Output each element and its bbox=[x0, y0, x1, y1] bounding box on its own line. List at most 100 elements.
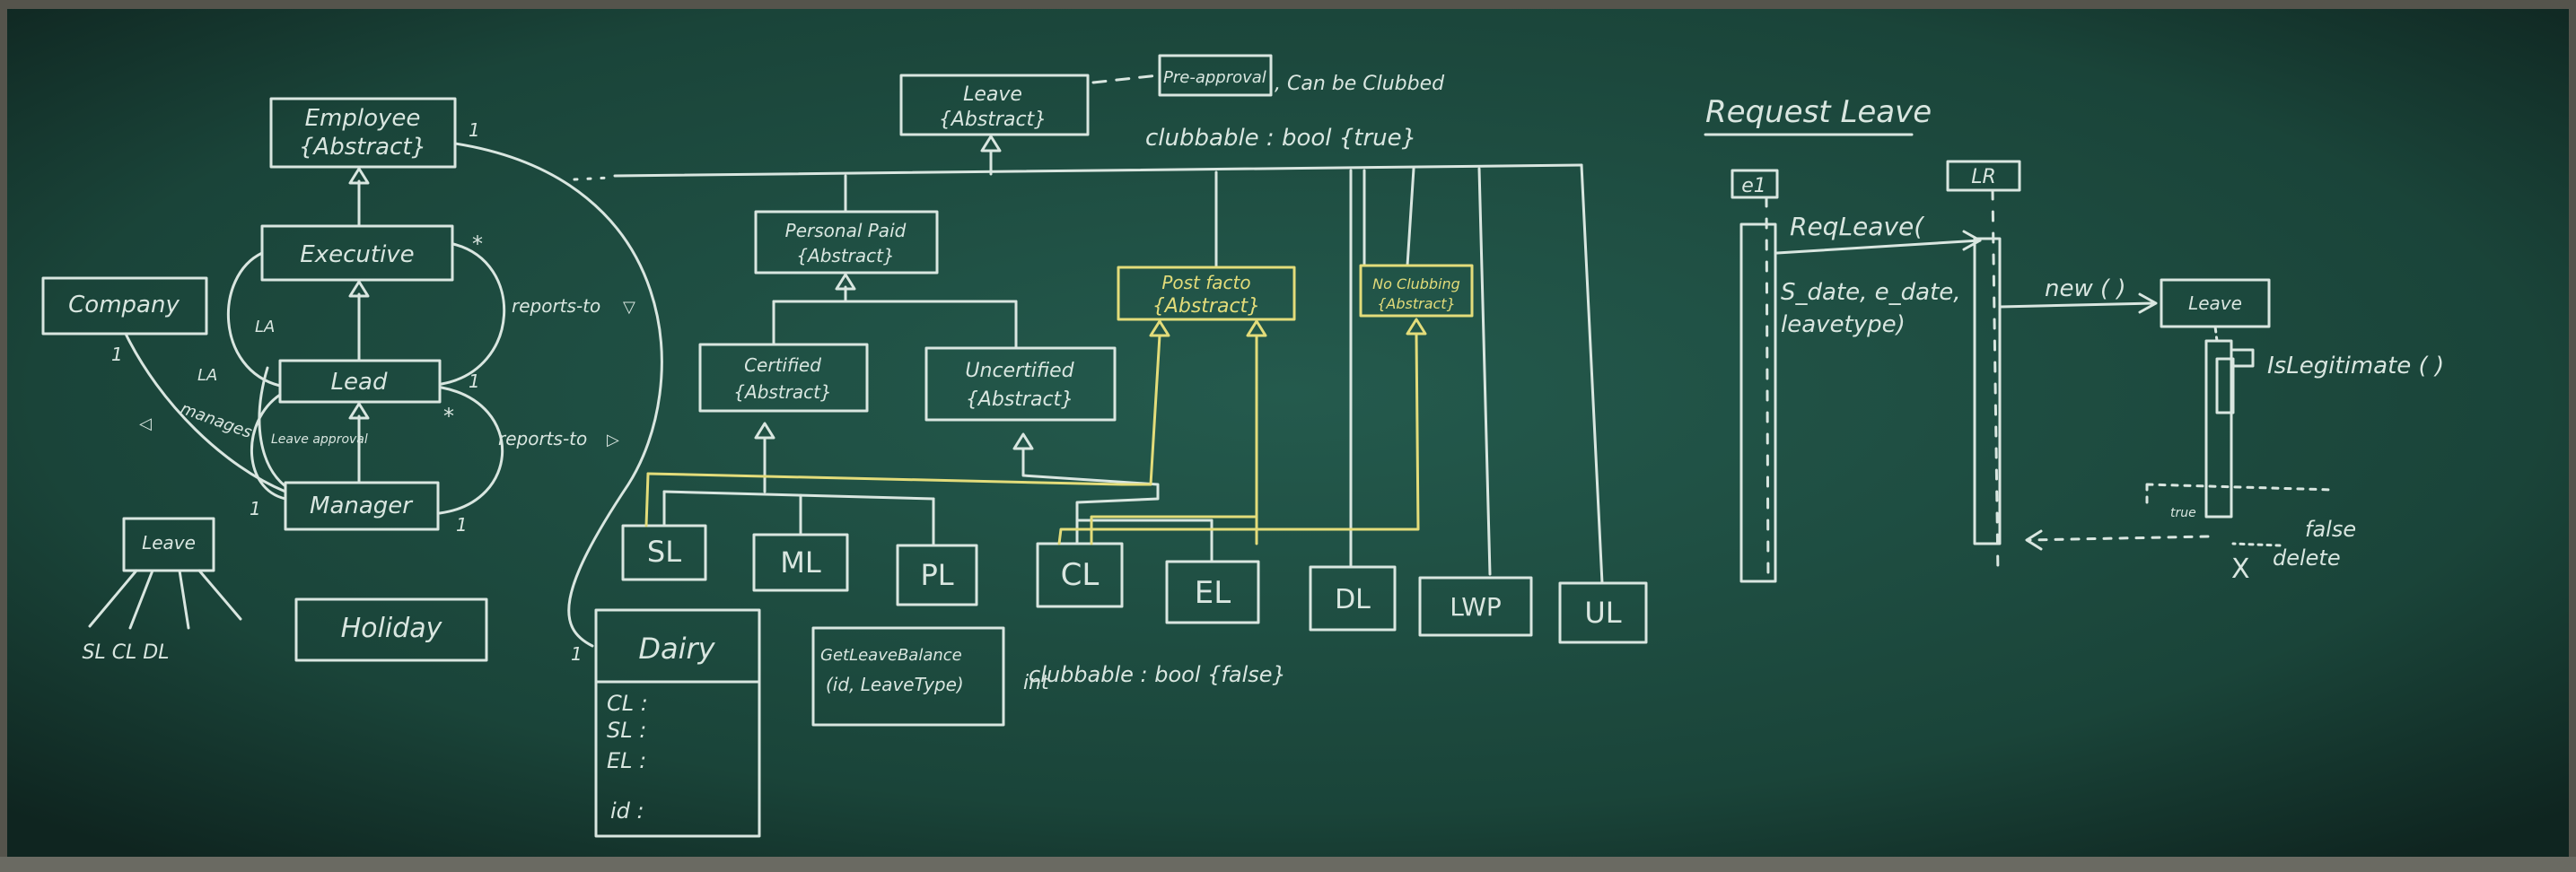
postfacto-stereotype: {Abstract} bbox=[1152, 295, 1260, 318]
la-loop-lower bbox=[250, 393, 287, 501]
delete-message-arrow bbox=[2231, 542, 2282, 547]
reports-to-arrow-1: ▽ bbox=[623, 298, 635, 317]
cl-leaf-box bbox=[1036, 542, 1124, 608]
reqleave-message-arrow bbox=[1775, 239, 1982, 255]
leave-abstract-box bbox=[899, 74, 1090, 136]
uncertified-inheritance-arrowhead bbox=[1012, 432, 1034, 450]
leave-fan-4 bbox=[197, 569, 242, 621]
reports-to-arrow-2: ▷ bbox=[607, 431, 619, 449]
lifeline-lr-head bbox=[1946, 160, 2021, 192]
uncertified-name: Uncertified bbox=[965, 360, 1074, 382]
reports-to-label-1: reports-to bbox=[512, 295, 600, 317]
manager-name: Manager bbox=[310, 493, 414, 519]
mult-lead: 1 bbox=[469, 371, 480, 392]
new-message-label: new ( ) bbox=[2045, 275, 2126, 302]
reqleave-label-1: ReqLeave( bbox=[1790, 212, 1924, 241]
employee-class-box bbox=[269, 97, 457, 169]
mult-manager-left: 1 bbox=[250, 498, 261, 519]
leave-fan-2 bbox=[128, 569, 154, 630]
bus-to-ul bbox=[1580, 163, 1604, 585]
noclubbing-name: No Clubbing bbox=[1372, 275, 1460, 292]
sl-leaf-label: SL bbox=[647, 535, 681, 569]
leave-abstract-name: Leave bbox=[963, 83, 1022, 106]
holiday-class-box bbox=[294, 597, 488, 662]
la-label-1: LA bbox=[255, 318, 275, 336]
reqleave-label-2: S_date, e_date, bbox=[1781, 279, 1961, 306]
reports-to-loop-upper bbox=[440, 242, 505, 386]
dairy-field-id: id : bbox=[610, 798, 644, 824]
la-label-2: LA bbox=[197, 366, 217, 385]
ul-leaf-box bbox=[1558, 581, 1648, 644]
board-surface bbox=[7, 9, 2569, 863]
lifeline-lr-label: LR bbox=[1971, 166, 1996, 188]
cl-leaf-label: CL bbox=[1061, 557, 1100, 593]
dairy-field-el: EL : bbox=[607, 748, 646, 773]
preapproval-note-box bbox=[1158, 54, 1273, 97]
employee-inheritance-arrowhead bbox=[348, 167, 370, 185]
true-small-label: true bbox=[2170, 506, 2196, 520]
leave-object-label: Leave bbox=[2188, 292, 2242, 314]
employee-name: Employee bbox=[305, 105, 421, 132]
lead-name: Lead bbox=[331, 369, 388, 396]
ul-leaf-label: UL bbox=[1584, 596, 1621, 630]
false-return-arrowhead bbox=[2025, 529, 2043, 551]
postfacto-arrowhead-left bbox=[1149, 319, 1170, 337]
leave-to-note-dash bbox=[1091, 74, 1160, 84]
postfacto-abstract-box bbox=[1117, 266, 1296, 321]
get-leave-balance-line2: (id, LeaveType) bbox=[826, 674, 964, 695]
lwp-leaf-box bbox=[1418, 576, 1533, 637]
employee-stereotype: {Abstract} bbox=[299, 134, 426, 161]
bus-to-lwp bbox=[1477, 167, 1492, 576]
get-leave-balance-bracket bbox=[811, 626, 1005, 727]
company-name: Company bbox=[68, 292, 180, 318]
lifeline-e1-head bbox=[1730, 169, 1779, 199]
pl-leaf-box bbox=[896, 544, 978, 606]
postfacto-name: Post facto bbox=[1161, 272, 1250, 293]
certified-children-bus bbox=[662, 490, 935, 501]
uncertified-to-cl bbox=[1021, 447, 1160, 545]
leave-inner-activation bbox=[2215, 357, 2235, 414]
dairy-field-cl: CL : bbox=[607, 691, 648, 716]
true-return-scribble bbox=[2145, 483, 2335, 504]
leave-abstract-stereotype: {Abstract} bbox=[939, 109, 1047, 131]
canbeclubbed-note: , Can be Clubbed bbox=[1275, 73, 1445, 95]
new-arrowhead bbox=[2138, 292, 2158, 314]
preapproval-note: Pre-approval bbox=[1163, 68, 1266, 87]
bus-to-ul-inner bbox=[1406, 167, 1415, 267]
employee-to-dairy-curve bbox=[453, 142, 663, 648]
la-loop-upper bbox=[226, 251, 282, 388]
destroy-x-mark: X bbox=[2231, 554, 2250, 585]
dairy-field-sl: SL : bbox=[607, 718, 646, 743]
ml-leaf-label: ML bbox=[780, 545, 821, 580]
certified-box bbox=[698, 343, 869, 413]
executive-inheritance-arrowhead bbox=[348, 280, 370, 298]
company-manages-line bbox=[124, 332, 287, 493]
uncertified-stereotype: {Abstract} bbox=[966, 388, 1073, 411]
e1-activation-bar bbox=[1739, 222, 1777, 583]
pl-leaf-label: PL bbox=[920, 558, 953, 592]
lr-activation-bar bbox=[1973, 237, 2002, 545]
bus-stub-dots bbox=[573, 176, 612, 181]
dl-leaf-label: DL bbox=[1335, 584, 1371, 615]
noclubbing-stereotype: {Abstract} bbox=[1377, 295, 1456, 312]
manages-arrow: ◁ bbox=[139, 414, 152, 433]
cl-to-noclubbing bbox=[1057, 332, 1420, 545]
get-leave-balance-line1: GetLeaveBalance bbox=[820, 646, 962, 665]
holiday-name: Holiday bbox=[341, 613, 443, 644]
request-leave-title: Request Leave bbox=[1705, 94, 1932, 130]
mult-employee: 1 bbox=[469, 119, 480, 141]
leave-activation-bar bbox=[2204, 339, 2233, 519]
lwp-leaf-label: LWP bbox=[1450, 592, 1502, 622]
leave-inheritance-arrowhead bbox=[980, 135, 1002, 153]
yellow-to-postfacto-left bbox=[1120, 334, 1161, 486]
leave-small-name: Leave bbox=[142, 532, 196, 554]
mult-manager-right: 1 bbox=[456, 514, 468, 536]
mult-company: 1 bbox=[111, 344, 123, 365]
certified-name: Certified bbox=[744, 354, 821, 376]
board-bottom-ledge bbox=[0, 857, 2576, 872]
false-label: false bbox=[2305, 517, 2356, 542]
manager-class-box bbox=[284, 481, 440, 531]
uncertified-box bbox=[924, 346, 1117, 422]
noclubbing-abstract-box bbox=[1359, 264, 1474, 318]
